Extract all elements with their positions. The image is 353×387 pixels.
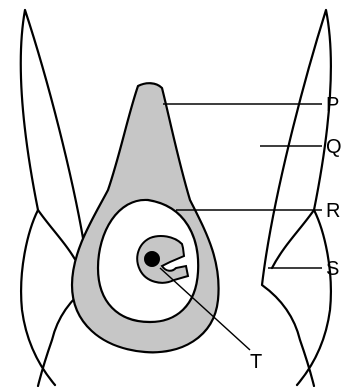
ovule-nucleus — [144, 251, 160, 267]
label-q: Q — [326, 136, 342, 158]
label-p: P — [326, 94, 339, 116]
label-s: S — [326, 258, 339, 280]
label-r: R — [326, 200, 340, 222]
label-t: T — [250, 351, 262, 373]
